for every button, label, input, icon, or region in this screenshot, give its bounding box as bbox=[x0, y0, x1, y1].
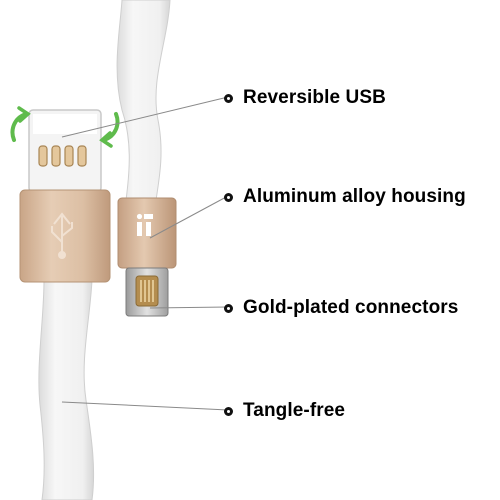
bullet-dot bbox=[224, 406, 233, 416]
callout-aluminum-housing: Aluminum alloy housing bbox=[224, 186, 466, 208]
callout-tangle-free: Tangle-free bbox=[224, 400, 345, 422]
usb-pins bbox=[38, 145, 87, 167]
callout-label: Reversible USB bbox=[243, 87, 386, 108]
callout-label: Tangle-free bbox=[243, 400, 346, 421]
micro-usb-connector bbox=[117, 197, 177, 317]
leader-lines bbox=[61, 96, 229, 411]
callout-label: Gold-plated connectors bbox=[243, 297, 459, 318]
callout-gold-connectors: Gold-plated connectors bbox=[224, 297, 458, 319]
brand-logo bbox=[136, 213, 153, 236]
usb-type-a-connector bbox=[19, 109, 111, 283]
callout-reversible-usb: Reversible USB bbox=[224, 87, 386, 109]
bullet-dot bbox=[224, 93, 233, 103]
cable-lower bbox=[38, 279, 95, 500]
cable-upper bbox=[116, 0, 171, 201]
bullet-dot bbox=[224, 303, 233, 313]
rotate-arrows-icon bbox=[10, 106, 120, 148]
bullet-dot bbox=[224, 192, 233, 202]
usb-trident-icon bbox=[51, 212, 73, 259]
callout-label: Aluminum alloy housing bbox=[243, 186, 466, 207]
